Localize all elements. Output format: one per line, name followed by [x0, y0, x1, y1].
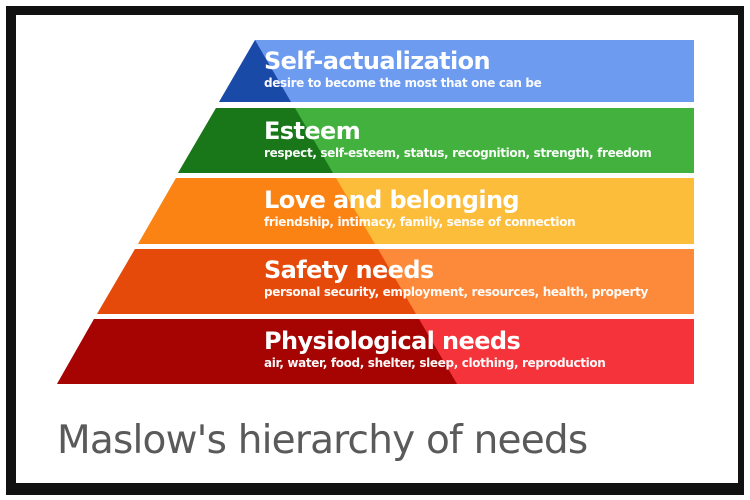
level-description: respect, self-esteem, status, recognitio… — [264, 146, 652, 160]
pyramid-level-esteem — [178, 108, 694, 173]
level-title: Esteem — [264, 117, 361, 145]
level-label-physiological: Physiological needs air, water, food, sh… — [264, 327, 606, 371]
pyramid-level-physiological — [57, 319, 694, 384]
level-description: air, water, food, shelter, sleep, clothi… — [264, 356, 606, 370]
level-label-safety: Safety needs personal security, employme… — [264, 256, 648, 300]
pyramid-level-love-belonging — [138, 178, 694, 244]
level-title: Physiological needs — [264, 327, 521, 355]
level-label-love-belonging: Love and belonging friendship, intimacy,… — [264, 186, 576, 230]
level-description: friendship, intimacy, family, sense of c… — [264, 215, 576, 229]
level-label-self-actualization: Self-actualization desire to become the … — [264, 47, 542, 91]
level-title: Self-actualization — [264, 47, 491, 75]
pyramid-level-safety — [97, 249, 694, 314]
level-title: Safety needs — [264, 256, 434, 284]
level-title: Love and belonging — [264, 186, 520, 214]
level-label-esteem: Esteem respect, self-esteem, status, rec… — [264, 117, 652, 161]
diagram-title: Maslow's hierarchy of needs — [57, 418, 588, 463]
pyramid-level-self-actualization — [219, 40, 694, 102]
level-description: desire to become the most that one can b… — [264, 76, 542, 90]
level-description: personal security, employment, resources… — [264, 285, 648, 299]
